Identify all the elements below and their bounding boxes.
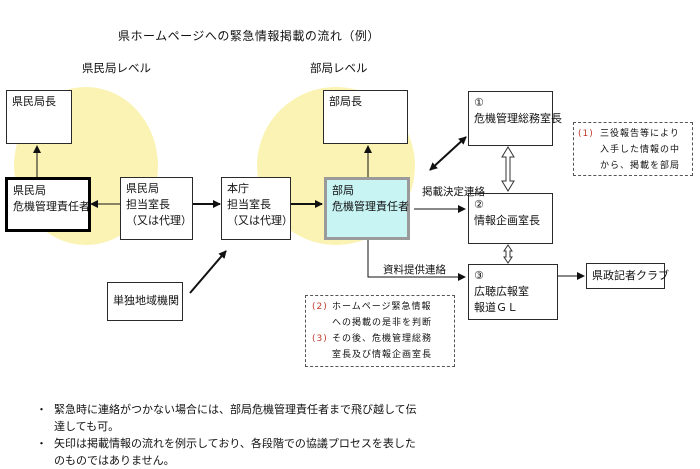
note-text: 三役報告等により	[600, 129, 680, 139]
hollow-arrow-somu-joho	[501, 146, 515, 192]
footnote-line: ・ 矢印は掲載情報の流れを例示しており、各段階での協議プロセスを表した	[36, 435, 417, 452]
box-line: 県民局	[126, 182, 159, 195]
footnote-line: ・ 緊急時に連絡がつかない場合には、部局危機管理責任者まで飛び越して伝	[36, 401, 417, 418]
kenminkyoku-kiki-box: 県民局 危機管理責任者	[5, 177, 91, 232]
note-row: (1) 三役報告等により	[578, 126, 688, 142]
footnote-line: 達しても可。	[36, 418, 417, 435]
note-row: への掲載の是非を判断	[312, 315, 450, 331]
note-text: 入手した情報の中	[600, 145, 681, 155]
joho-kikaku-box: ② 情報企画室長	[468, 193, 553, 244]
department-level-label: 部局レベル	[310, 61, 368, 75]
footnote-text: 達しても可。	[54, 420, 120, 433]
box-line: ②	[474, 198, 484, 211]
kisha-club-box: 県政記者クラブ	[586, 263, 669, 289]
diagram-title: 県ホームページへの緊急情報掲載の流れ（例）	[118, 29, 380, 43]
note-text: への掲載の是非を判断	[332, 318, 433, 328]
box-line: 単独地域機関	[113, 294, 179, 307]
box-line: 情報企画室長	[474, 214, 540, 227]
shiryo-teikyo-label: 資料提供連絡	[383, 264, 446, 276]
note-row: 入手した情報の中	[578, 142, 688, 158]
box-line: 危機管理責任者	[13, 200, 90, 213]
box-line: 報道ＧＬ	[474, 301, 518, 314]
footnote-line: のものではありません。	[36, 452, 417, 469]
prefecture-level-label: 県民局レベル	[82, 61, 151, 75]
kenminkyoku-tanto-box: 県民局 担当室長 （又は代理）	[120, 177, 193, 240]
note-text: その後、危機管理総務	[332, 334, 433, 344]
bullet-dot: ・	[36, 403, 47, 416]
tandoku-chiiki-box: 単独地域機関	[107, 282, 183, 321]
note-text: から、掲載を部局	[600, 161, 681, 171]
footnote-text: 矢印は掲載情報の流れを例示しており、各段階での協議プロセスを表した	[54, 437, 416, 450]
box-line: 本庁	[227, 182, 249, 195]
bullet-dot: ・	[36, 437, 47, 450]
note-number: (2)	[312, 302, 328, 312]
bukyoku-kiki-box: 部局 危機管理責任者	[324, 177, 410, 240]
box-line: 担当室長	[227, 198, 271, 211]
note-right: (1) 三役報告等により 入手した情報の中 から、掲載を部局	[573, 122, 693, 176]
kenminkyoku-cho-box: 県民局長	[6, 90, 72, 144]
arrow-bukyoku-kiki-somu-bidirectional	[429, 136, 467, 171]
kiki-somu-box: ① 危機管理総務室長	[468, 91, 562, 146]
box-line: （又は代理）	[126, 214, 192, 227]
footnote-text: 緊急時に連絡がつかない場合には、部局危機管理責任者まで飛び越して伝	[54, 403, 417, 416]
box-line: 担当室長	[126, 198, 170, 211]
box-line: ③	[474, 269, 484, 282]
kocho-box: ③ 広聴広報室 報道ＧＬ	[468, 264, 558, 320]
keisai-kettei-label: 掲載決定連絡	[422, 186, 485, 198]
box-line: 部局長	[329, 95, 362, 108]
note-row: から、掲載を部局	[578, 158, 688, 174]
bukyoku-cho-box: 部局長	[323, 90, 408, 144]
note-number: (3)	[312, 334, 328, 344]
box-line: 県民局	[13, 184, 46, 197]
note-text: ホームページ緊急情報	[332, 302, 432, 312]
note-text: 室長及び情報企画室長	[332, 350, 433, 360]
hollow-arrow-joho-kocho	[503, 244, 513, 264]
honcho-tanto-box: 本庁 担当室長 （又は代理）	[221, 177, 293, 240]
arrow-tandoku-to-honcho	[189, 250, 227, 294]
box-line: 県民局長	[12, 95, 56, 108]
box-line: 広聴広報室	[474, 285, 529, 298]
note-row: (3) その後、危機管理総務	[312, 331, 450, 347]
box-line: 危機管理総務室長	[474, 112, 562, 125]
box-line: ①	[474, 96, 484, 109]
box-line: 危機管理責任者	[332, 200, 409, 213]
box-line: 県政記者クラブ	[592, 269, 669, 282]
footnotes: ・ 緊急時に連絡がつかない場合には、部局危機管理責任者まで飛び越して伝 達しても…	[36, 401, 417, 469]
note-row: 室長及び情報企画室長	[312, 347, 450, 363]
box-line: （又は代理）	[227, 214, 293, 227]
arrow-shiryo-teikyo	[367, 240, 466, 281]
note-bottom: (2) ホームページ緊急情報 への掲載の是非を判断 (3) その後、危機管理総務…	[305, 295, 455, 367]
box-line: 部局	[332, 184, 354, 197]
note-number: (1)	[578, 129, 594, 139]
note-row: (2) ホームページ緊急情報	[312, 299, 450, 315]
footnote-text: のものではありません。	[54, 454, 175, 467]
